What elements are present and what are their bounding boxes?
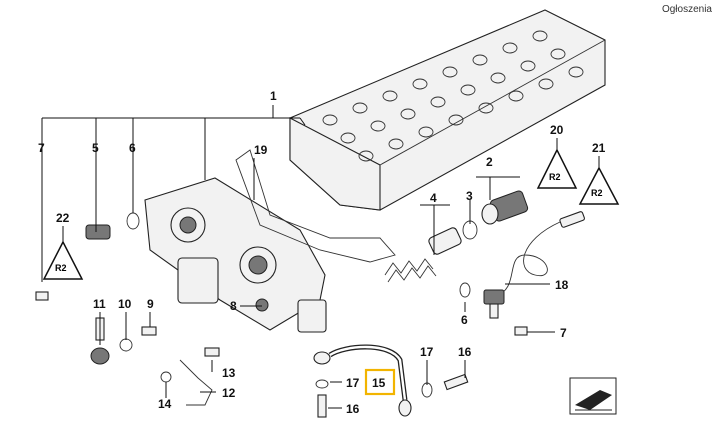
callout-20: 20 bbox=[550, 123, 564, 137]
cam-lobe bbox=[472, 54, 488, 66]
callout-7-lower: 7 bbox=[560, 326, 567, 340]
cam-lobe bbox=[442, 66, 458, 78]
callout-1: 1 bbox=[270, 89, 277, 103]
cam-lobe bbox=[430, 96, 446, 108]
cam-lobe bbox=[490, 72, 506, 84]
spring-piston bbox=[384, 220, 478, 283]
cam-lobe bbox=[382, 90, 398, 102]
callout-14: 14 bbox=[158, 397, 172, 411]
oil-line bbox=[313, 344, 412, 417]
callout-6-lower: 6 bbox=[461, 313, 468, 327]
cam-lobe bbox=[568, 66, 584, 78]
callout-7: 7 bbox=[38, 141, 45, 155]
cam-lobe bbox=[340, 132, 356, 144]
cam-lobe bbox=[532, 30, 548, 42]
callout-2: 2 bbox=[486, 155, 493, 169]
leader-lines bbox=[41, 105, 600, 409]
highlight-box bbox=[364, 368, 396, 396]
warning-triangle-22: R2 bbox=[42, 240, 84, 280]
solenoid-valve bbox=[481, 190, 529, 225]
warning-triangle-20: R2 bbox=[536, 148, 578, 189]
ad-label[interactable]: Ogłoszenia bbox=[661, 4, 712, 15]
svg-text:R2: R2 bbox=[55, 263, 67, 273]
vanos-unit bbox=[144, 177, 327, 333]
callout-5: 5 bbox=[92, 141, 99, 155]
callout-18: 18 bbox=[555, 278, 569, 292]
callout-17: 17 bbox=[346, 376, 360, 390]
cam-lobe bbox=[520, 60, 536, 72]
catalog-logo bbox=[569, 377, 617, 415]
cam-lobe bbox=[508, 90, 524, 102]
svg-text:R2: R2 bbox=[549, 172, 561, 182]
callout-9: 9 bbox=[147, 297, 154, 311]
cam-lobe bbox=[322, 114, 338, 126]
cam-lobe bbox=[358, 150, 374, 162]
cam-lobe bbox=[352, 102, 368, 114]
callout-22: 22 bbox=[56, 211, 70, 225]
callout-16-upper: 16 bbox=[458, 345, 472, 359]
cam-lobe bbox=[418, 126, 434, 138]
callout-17-upper: 17 bbox=[420, 345, 434, 359]
callout-8: 8 bbox=[230, 299, 237, 313]
callout-15: 15 bbox=[372, 376, 386, 390]
cam-lobe bbox=[400, 108, 416, 120]
cam-lobe bbox=[478, 102, 494, 114]
cam-lobe bbox=[412, 78, 428, 90]
cam-lobe bbox=[550, 48, 566, 60]
callout-4: 4 bbox=[430, 191, 437, 205]
cam-lobe bbox=[448, 114, 464, 126]
cam-lobe bbox=[370, 120, 386, 132]
callout-12: 12 bbox=[222, 386, 236, 400]
gasket bbox=[235, 149, 396, 263]
cam-lobe bbox=[502, 42, 518, 54]
svg-text:R2: R2 bbox=[591, 188, 603, 198]
camshaft-sensor bbox=[483, 211, 585, 319]
callout-11: 11 bbox=[93, 297, 106, 311]
cylinder-head bbox=[289, 9, 606, 211]
callout-13: 13 bbox=[222, 366, 236, 380]
callout-6: 6 bbox=[129, 141, 136, 155]
cam-lobe bbox=[538, 78, 554, 90]
callout-21: 21 bbox=[592, 141, 606, 155]
cam-lobe bbox=[388, 138, 404, 150]
cam-lobe bbox=[460, 84, 476, 96]
warning-triangle-21: R2 bbox=[578, 166, 620, 205]
callout-16: 16 bbox=[346, 402, 360, 416]
callout-19: 19 bbox=[254, 143, 268, 157]
callout-3: 3 bbox=[466, 189, 473, 203]
callout-10: 10 bbox=[118, 297, 132, 311]
callout-labels: 1 2 3 4 5 6 7 8 9 10 11 12 13 14 15 16 1… bbox=[38, 89, 606, 416]
